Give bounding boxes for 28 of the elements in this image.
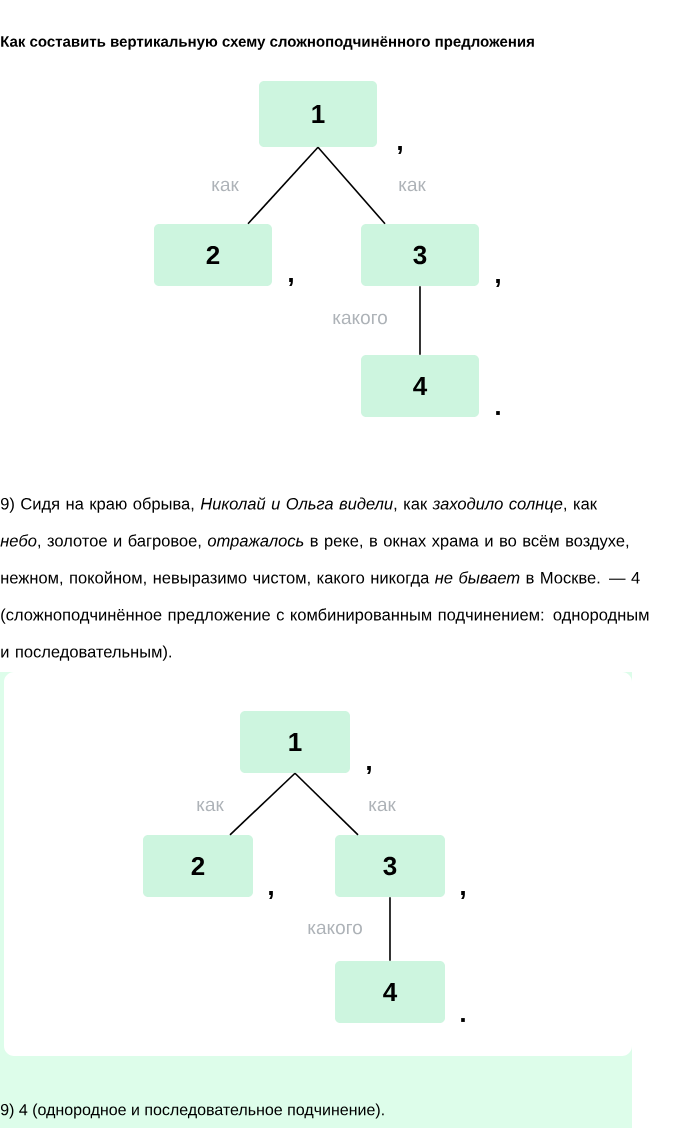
paragraph: 9) Сидя на краю обрыва, Николай и Ольга видели, как заходило солнце, как небо, золотое и багровое, отражалось в реке, в окнах храма и во всём воздухе, нежном, покойном, невыразимо чистом, какого никогда не бывает в Москве. — 4 (сложноподчинённое предложение с комбинированным подчинением: однородным и последовательным). — [0, 497, 649, 661]
punctuation-mark: , — [496, 279, 500, 287]
clause-box: 4 — [335, 961, 445, 1023]
clause-box: 3 — [361, 224, 479, 286]
clause-box: 4 — [361, 355, 479, 417]
edge-label: как — [210, 179, 240, 193]
answer-text: 9) 4 (однородное и последовательное подчинение). — [0, 1103, 384, 1119]
clause-box: 2 — [143, 835, 253, 897]
punctuation-mark: . — [496, 411, 500, 415]
connector-line — [317, 146, 386, 225]
punctuation-mark: , — [269, 891, 273, 899]
connector-line — [389, 896, 391, 962]
edge-label: какого — [331, 312, 389, 326]
punctuation-mark: , — [367, 766, 371, 774]
punctuation-mark: , — [461, 891, 465, 899]
punctuation-mark: , — [398, 146, 402, 154]
clause-box: 2 — [154, 224, 272, 286]
connector-line — [294, 772, 359, 836]
clause-box: 3 — [335, 835, 445, 897]
connector-line — [419, 285, 421, 356]
heading: Как составить вертикальную схему сложноподчинённого предложения — [1, 36, 534, 50]
punctuation-mark: , — [289, 278, 293, 286]
connector-line — [247, 146, 319, 225]
clause-box: 1 — [240, 711, 350, 773]
punctuation-mark: . — [461, 1018, 465, 1022]
clause-box: 1 — [259, 81, 377, 147]
connector-line — [229, 772, 296, 836]
edge-label: как — [397, 179, 427, 193]
